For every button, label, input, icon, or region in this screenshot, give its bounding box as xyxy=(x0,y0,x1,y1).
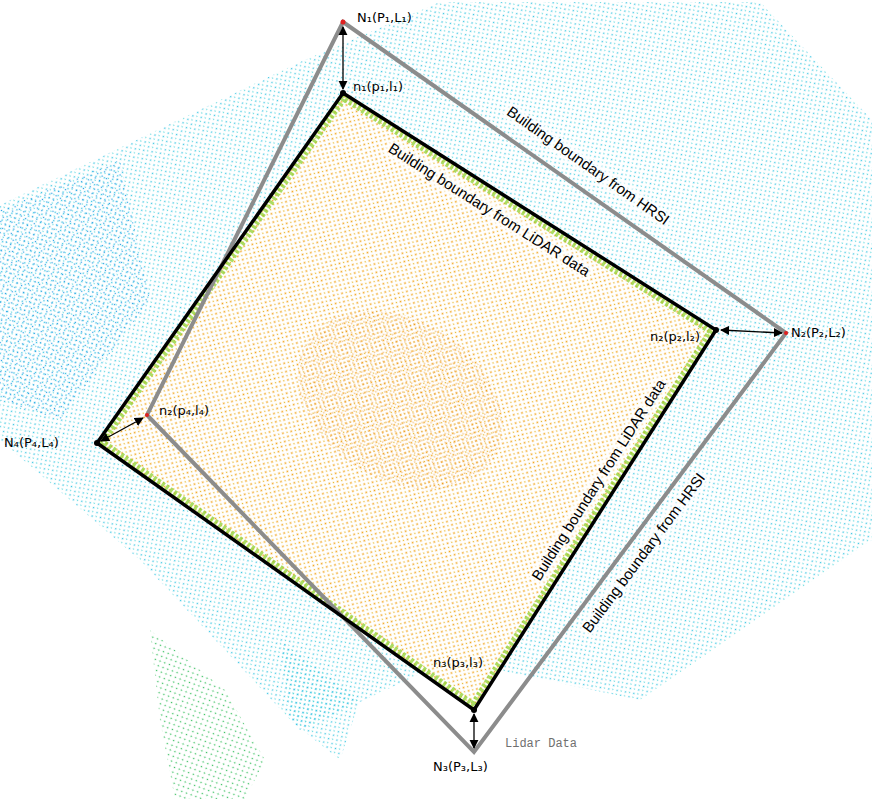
corner-dot xyxy=(145,413,149,417)
boundary-label: Building boundary from HRSI xyxy=(501,102,674,231)
corner-label: N₄(P₄,L₄) xyxy=(4,436,59,450)
corner-dot xyxy=(340,90,346,96)
roof-ground xyxy=(97,93,716,710)
watermark-text: Lidar Data xyxy=(505,738,577,751)
corner-label: N₃(P₃,L₃) xyxy=(433,760,488,774)
corner-dot xyxy=(713,327,719,333)
corner-dot xyxy=(471,707,477,713)
corner-label: n₂(p₂,l₂) xyxy=(650,330,700,344)
corner-dot xyxy=(341,20,346,25)
corner-label: n₁(p₁,l₁) xyxy=(353,80,403,94)
corner-label: n₂(p₄,l₄) xyxy=(159,404,209,418)
vegetation-points xyxy=(150,630,265,799)
corner-label: N₂(P₂,L₂) xyxy=(791,326,846,340)
offset-arrow xyxy=(721,330,782,333)
corner-dot xyxy=(784,331,788,335)
corner-label: n₃(p₃,l₃) xyxy=(433,656,483,670)
lidar-boundary xyxy=(97,93,716,710)
roof-points xyxy=(97,93,716,710)
ground-points xyxy=(0,2,872,730)
ground-points xyxy=(280,640,360,760)
corner-label: N₁(P₁,L₁) xyxy=(357,11,412,25)
offset-arrow xyxy=(342,27,343,89)
hrsi-boundary xyxy=(147,22,786,752)
edge-points xyxy=(97,93,716,710)
corner-dot xyxy=(94,440,100,446)
boundary-label: Building boundary from LiDAR data xyxy=(383,138,595,281)
offset-arrow xyxy=(473,714,474,748)
ground-points xyxy=(0,160,150,420)
offset-arrow xyxy=(101,418,143,441)
